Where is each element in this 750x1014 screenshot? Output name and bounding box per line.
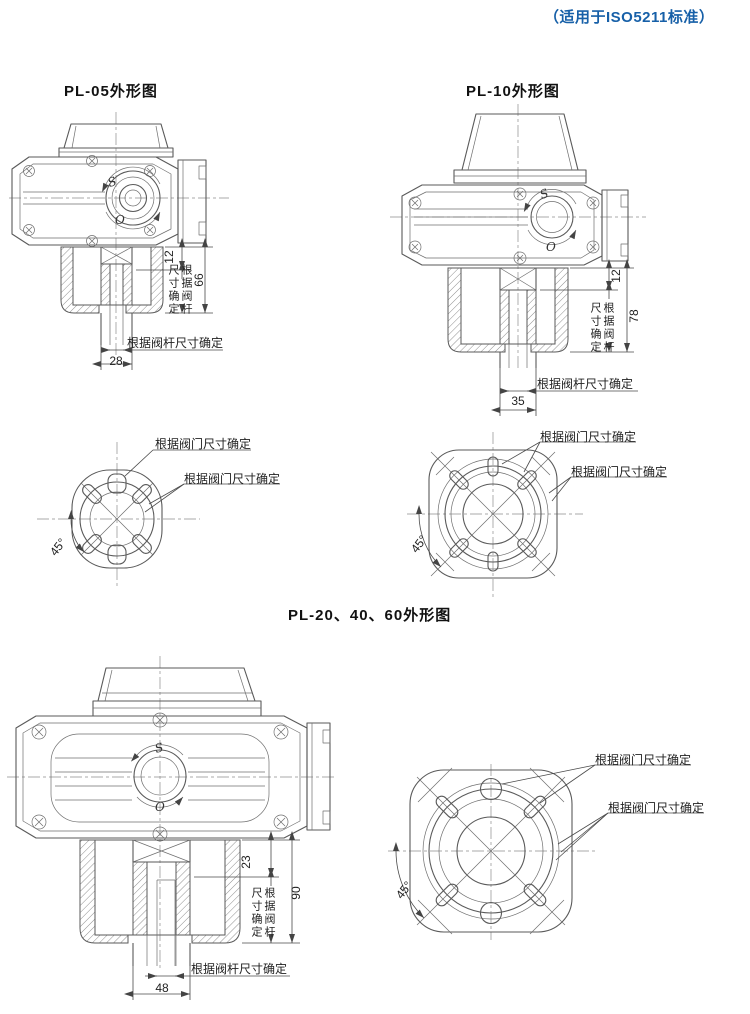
pl20-stem-leader-label: 根据阀杆尺寸确定 [191, 962, 288, 976]
pl05-section-title: PL-05外形图 [64, 83, 158, 100]
pl10-section-title: PL-10外形图 [466, 83, 560, 100]
pl10-bottom-view-drawing [407, 432, 667, 598]
valve-stem-section [499, 267, 537, 368]
pl05-valve-leader-label-1: 根据阀门尺寸确定 [155, 437, 252, 451]
pl20-valve-leader-label-1: 根据阀门尺寸确定 [595, 753, 692, 767]
mounting-holes [449, 456, 537, 572]
actuator-cover [92, 667, 262, 717]
pl20-stem-width-dim: 48 [155, 981, 169, 995]
leader-lines [501, 441, 667, 502]
pl20-socket-depth-dim: 23 [239, 855, 253, 869]
pl05-stem-leader-label: 根据阀杆尺寸确定 [127, 336, 224, 350]
pl10-socket-depth-dim: 12 [609, 269, 623, 283]
actuator-cover [453, 113, 587, 184]
position-indicator-dial: S O [523, 186, 577, 254]
leader-lines [501, 764, 704, 861]
leader-lines [124, 449, 280, 513]
pl05-front-view-drawing: S O [9, 112, 229, 370]
dial-shut-mark: S [153, 740, 165, 756]
flange-outline [428, 449, 558, 579]
actuator-body [15, 715, 308, 839]
pl10-bracket-height-dim: 78 [627, 309, 641, 323]
pl05-stem-width-dim: 28 [109, 354, 123, 368]
body-screws [23, 155, 156, 247]
position-indicator-dial: S O [102, 166, 161, 230]
dimension-lines [92, 238, 223, 370]
terminal-end-cap [306, 722, 331, 831]
centerlines [37, 442, 200, 586]
angle-dimension [68, 510, 85, 553]
pl10-valve-leader-label-2: 根据阀门尺寸确定 [571, 465, 668, 479]
valve-stem-section [132, 839, 191, 966]
centerlines [9, 112, 229, 358]
pl20-stem-note-col-left: 尺寸确定 [250, 887, 262, 939]
flange-outline [71, 469, 163, 569]
pl10-front-view-drawing: S O [390, 104, 646, 416]
angle-dimension [416, 505, 442, 568]
actuator-body [401, 184, 603, 266]
pl20-front-view-drawing: S O [7, 656, 335, 1000]
centerlines [388, 764, 596, 940]
pl20-valve-leader-label-2: 根据阀门尺寸确定 [608, 801, 705, 815]
terminal-end-cap [177, 159, 207, 244]
mounting-bracket-section [60, 246, 164, 314]
pl10-stem-note-col-right: 根据阀杆 [602, 302, 614, 354]
pl20-stem-note-col-right: 根据阀杆 [263, 887, 275, 939]
pl05-bracket-height-dim: 66 [192, 273, 206, 287]
dimension-lines [491, 259, 638, 416]
terminal-end-cap [601, 189, 629, 262]
pl05-stem-note-col-left: 尺寸确定 [167, 264, 179, 316]
dimension-lines [124, 831, 300, 1000]
actuator-body [11, 156, 179, 246]
pl05-bottom-view-drawing [37, 442, 280, 586]
pl20-bottom-view-drawing [388, 764, 704, 940]
pl10-stem-note-col-left: 尺寸确定 [589, 302, 601, 354]
pl20-bracket-height-dim: 90 [289, 886, 303, 900]
position-indicator-dial: S O [130, 740, 187, 814]
pl10-valve-leader-label-1: 根据阀门尺寸确定 [540, 430, 637, 444]
angle-dimension [393, 842, 425, 919]
body-screws [408, 187, 600, 265]
body-screws [31, 712, 289, 842]
valve-stem-section [100, 246, 133, 345]
dial-open-mark: O [115, 213, 125, 227]
centerlines [7, 656, 335, 970]
pl05-valve-leader-label-2: 根据阀门尺寸确定 [184, 472, 281, 486]
actuator-cover [58, 123, 174, 158]
pl10-stem-leader-label: 根据阀杆尺寸确定 [537, 377, 634, 391]
mounting-holes [435, 777, 547, 925]
dial-open-mark: O [155, 800, 165, 814]
dial-open-mark: O [546, 240, 556, 254]
pl20-section-title: PL-20、40、60外形图 [288, 607, 452, 624]
iso-standard-note: （适用于ISO5211标准） [544, 9, 715, 26]
pl10-stem-width-dim: 35 [511, 394, 525, 408]
pl05-stem-note-col-right: 根据阀杆 [180, 264, 192, 316]
mounting-holes [82, 473, 152, 565]
